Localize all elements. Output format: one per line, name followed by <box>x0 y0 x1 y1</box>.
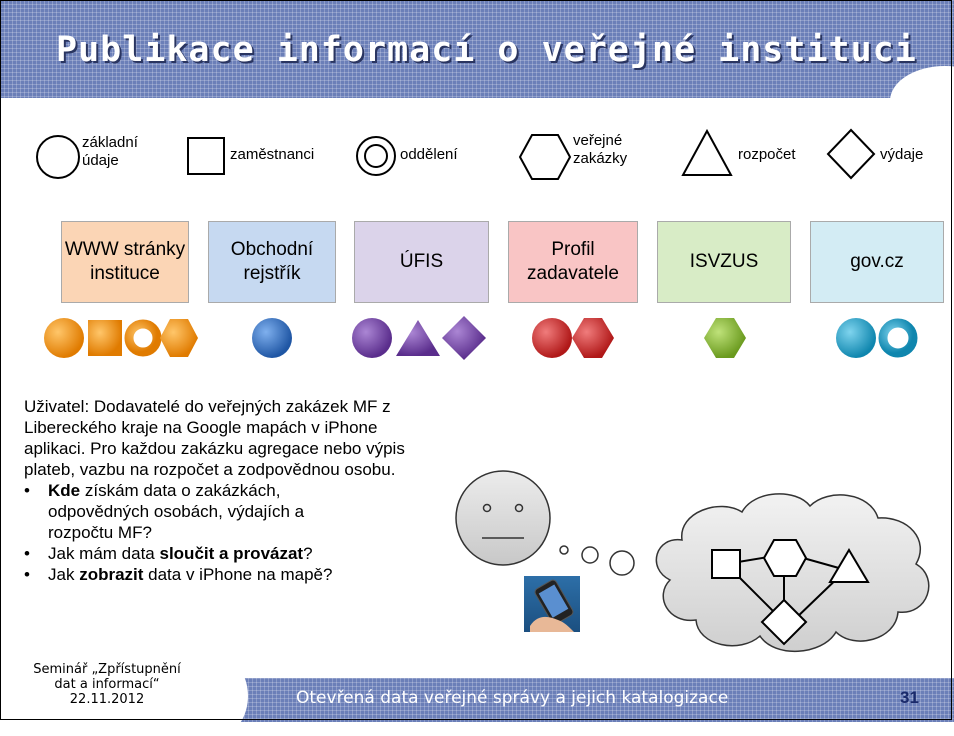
red-circle-icon <box>532 318 572 358</box>
double-circle-icon <box>356 136 396 176</box>
source-buyer-profile: Profil zadavatele <box>508 221 638 303</box>
bullet-display: •Jak zobrazit data v iPhone na mapě? <box>24 565 333 584</box>
triangle-icon <box>681 128 733 176</box>
orange-square-icon <box>88 320 122 356</box>
orange-hexagon-icon <box>160 319 198 357</box>
legend-label-department: oddělení <box>400 146 458 163</box>
title-banner <box>0 0 954 98</box>
orange-ring-icon <box>124 319 162 357</box>
thought-bubbles-icon <box>559 545 635 576</box>
source-ufis: ÚFIS <box>354 221 489 303</box>
red-hexagon-icon <box>572 318 614 358</box>
circle-icon <box>36 135 80 179</box>
legend-label-budget: rozpočet <box>738 146 796 163</box>
hexagon-icon <box>518 134 572 180</box>
seminar-info: Seminář „Zpřístupnění dat a informací“ 2… <box>33 662 181 707</box>
thinking-illustration <box>455 470 930 653</box>
user-story-paragraph: Uživatel: Dodavatelé do veřejných zakáze… <box>24 397 405 479</box>
source-www: WWW stránky instituce <box>61 221 189 303</box>
purple-triangle-icon <box>396 320 440 356</box>
footer-band <box>216 678 954 722</box>
cyan-ring-icon <box>878 318 918 358</box>
footer-title: Otevřená data veřejné správy a jejich ka… <box>296 688 729 708</box>
square-icon <box>187 137 225 175</box>
phone-icon <box>530 579 574 632</box>
slide-frame <box>0 0 952 720</box>
bullet-where: •Kde získám data o zakázkách, odpovědnýc… <box>24 481 305 542</box>
legend-label-contracts: veřejné zakázky <box>573 132 628 167</box>
green-hexagon-icon <box>704 318 746 358</box>
legend-label-expenses: výdaje <box>880 146 924 163</box>
source-isvzus: ISVZUS <box>657 221 791 303</box>
face-icon <box>455 470 551 566</box>
diamond-icon <box>826 128 876 180</box>
orange-circle-icon <box>44 318 84 358</box>
cyan-circle-icon <box>836 318 876 358</box>
source-gov-cz: gov.cz <box>810 221 944 303</box>
source-business-register: Obchodní rejstřík <box>208 221 336 303</box>
source-icons <box>44 316 918 360</box>
user-story: Uživatel: Dodavatelé do veřejných zakáze… <box>24 396 444 585</box>
legend-label-basic: základní údaje <box>82 134 138 169</box>
blue-circle-icon <box>252 318 292 358</box>
iphone-hand-image <box>524 576 580 632</box>
purple-circle-icon <box>352 318 392 358</box>
bullet-merge: •Jak mám data sloučit a provázat? <box>24 544 313 563</box>
slide-title: Publikace informací o veřejné instituci <box>56 30 917 70</box>
page-number: 31 <box>900 688 919 707</box>
legend-label-employees: zaměstnanci <box>230 146 315 163</box>
purple-diamond-icon <box>442 316 486 360</box>
data-graph-icon <box>711 539 870 646</box>
